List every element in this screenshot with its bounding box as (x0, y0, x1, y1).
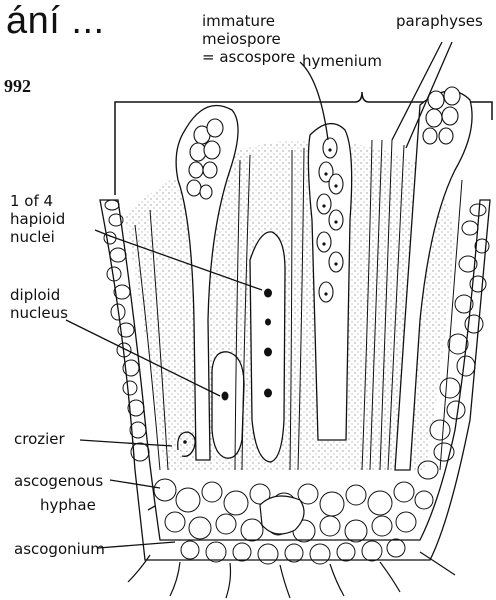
label-ascogenous-1: ascogenous (14, 472, 103, 490)
label-immature: immature (202, 12, 275, 30)
label-hymenium: hymenium (302, 52, 382, 70)
label-ascogonium: ascogonium (14, 540, 105, 558)
label-meiospore: meiospore (202, 30, 281, 48)
label-ascogenous-2: hyphae (40, 496, 96, 514)
label-paraphyses: paraphyses (396, 12, 483, 30)
label-haploid-1: 1 of 4 (10, 192, 53, 210)
diploid-nucleus (222, 392, 229, 401)
label-diploid-1: diploid (10, 286, 60, 304)
label-diploid-2: nucleus (10, 304, 68, 322)
young-ascus (212, 352, 244, 458)
label-haploid-3: nuclei (10, 228, 55, 246)
label-crozier: crozier (14, 430, 65, 448)
ascogonium-cell (260, 496, 304, 534)
label-ascospore: = ascospore (202, 48, 295, 66)
label-haploid-2: hapioid (10, 210, 65, 228)
